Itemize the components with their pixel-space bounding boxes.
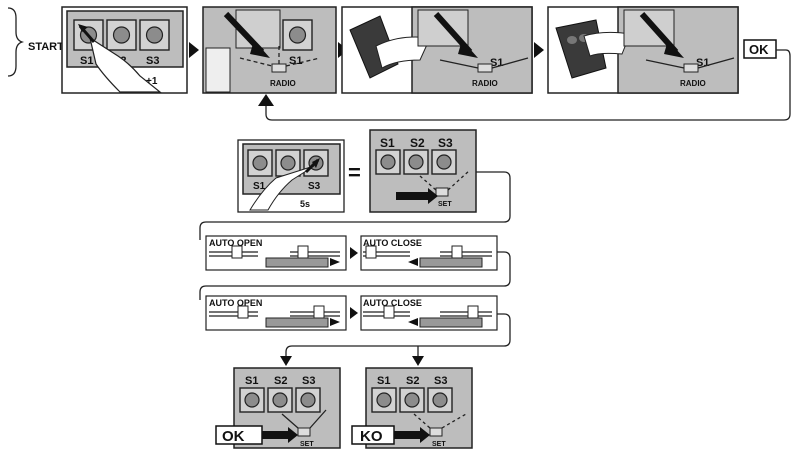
set-label: SET — [300, 441, 314, 448]
press-count: +1 — [146, 76, 158, 87]
s2-label: S2 — [274, 375, 287, 387]
finger-icon — [249, 165, 315, 211]
arrow-right-icon — [350, 307, 358, 319]
set-label: SET — [438, 201, 452, 208]
set-panel: S1 S2 S3 SET — [369, 129, 477, 213]
arrow-right-icon — [189, 42, 199, 58]
auto-open-label: AUTO OPEN — [209, 298, 262, 308]
connector-line — [199, 171, 511, 240]
s3-label: S3 — [434, 375, 447, 387]
radio-label: RADIO — [270, 79, 296, 88]
s2-label: S2 — [406, 375, 419, 387]
s2-button — [106, 19, 137, 51]
loop-back: OK — [258, 39, 791, 121]
hold-s3-panel: S1 S3 5s — [237, 139, 345, 213]
s1-label: S1 — [80, 55, 93, 67]
s3-label: S3 — [146, 55, 159, 67]
finger-icon — [89, 36, 162, 93]
auto-close-label: AUTO CLOSE — [363, 238, 422, 248]
arrow-right-icon — [350, 247, 358, 259]
arrow-right-icon — [534, 42, 544, 58]
auto-close-box-2: AUTO CLOSE — [360, 295, 498, 331]
start-marker: START — [7, 7, 64, 77]
set-label: SET — [432, 441, 446, 448]
connector-line — [199, 251, 511, 300]
step2-panel: S1 RADIO — [202, 6, 337, 94]
s1-label: S1 — [253, 181, 266, 192]
s2-label: S2 — [410, 136, 425, 150]
start-label: START — [28, 41, 64, 53]
step4-panel: S1 RADIO — [547, 6, 739, 94]
radio-label: RADIO — [680, 79, 706, 88]
s1-label: S1 — [289, 55, 302, 67]
s1-label: S1 — [245, 375, 258, 387]
ok-label: OK — [222, 428, 245, 445]
s3-label: S3 — [438, 136, 453, 150]
hold-time: 5s — [300, 199, 310, 209]
auto-close-label: AUTO CLOSE — [363, 298, 422, 308]
ok-label: OK — [749, 42, 769, 57]
ko-label: KO — [360, 428, 383, 445]
auto-close-box-1: AUTO CLOSE — [360, 235, 498, 271]
auto-open-label: AUTO OPEN — [209, 238, 262, 248]
step1-panel: S1 S2 S3 +1 — [61, 6, 188, 94]
equals-sign: = — [348, 160, 361, 185]
s3-label: S3 — [308, 181, 321, 192]
s3-label: S3 — [302, 375, 315, 387]
s3-button — [139, 19, 170, 51]
s1-label: S1 — [377, 375, 390, 387]
step3-panel: S1 RADIO — [341, 6, 533, 94]
result-ko-panel: S1 S2 S3 KO SET — [351, 367, 473, 449]
result-ok-panel: S1 S2 S3 OK SET — [215, 367, 341, 449]
radio-label: RADIO — [472, 79, 498, 88]
auto-open-box-2: AUTO OPEN — [205, 295, 347, 331]
auto-open-box-1: AUTO OPEN — [205, 235, 347, 271]
s1-label: S1 — [380, 136, 395, 150]
